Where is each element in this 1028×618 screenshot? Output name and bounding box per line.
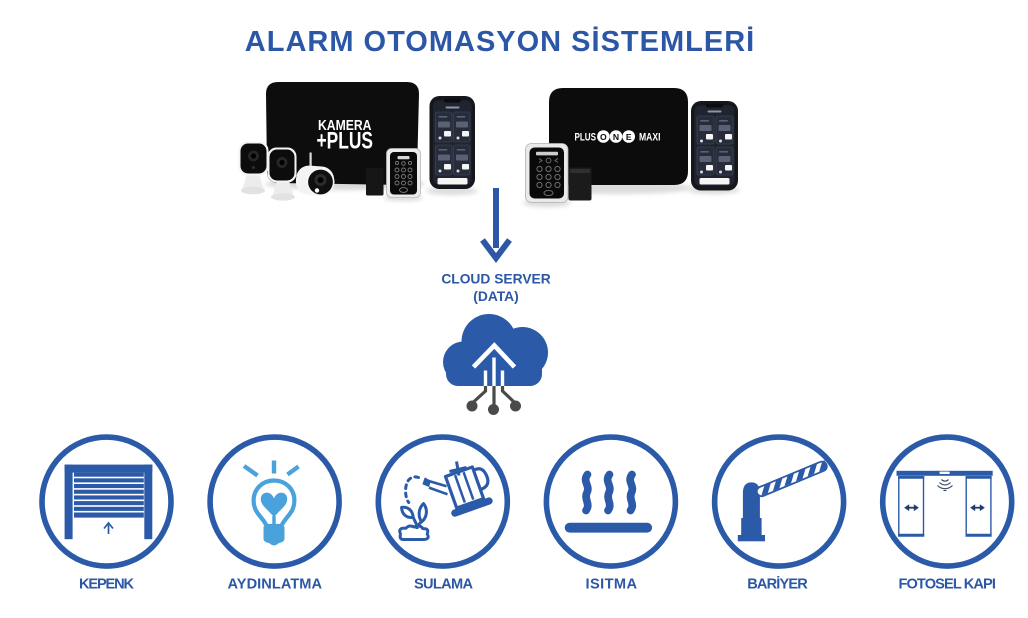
svg-text:+PLUS: +PLUS xyxy=(317,128,374,155)
svg-text:N: N xyxy=(613,132,619,142)
svg-text:O: O xyxy=(600,132,607,142)
svg-text:KAMERA: KAMERA xyxy=(318,117,372,134)
svg-text:FOTOSEL KAPI: FOTOSEL KAPI xyxy=(898,577,995,593)
svg-text:E: E xyxy=(626,132,632,142)
svg-text:CLOUD SERVER: CLOUD SERVER xyxy=(441,272,550,287)
svg-text:KEPENK: KEPENK xyxy=(79,577,134,593)
svg-text:AYDINLATMA: AYDINLATMA xyxy=(228,577,323,593)
svg-text:BARİYER: BARİYER xyxy=(747,576,808,593)
svg-text:MAXI: MAXI xyxy=(639,132,661,144)
svg-text:ALARM OTOMASYON SİSTEMLERİ: ALARM OTOMASYON SİSTEMLERİ xyxy=(245,26,755,58)
svg-text:SULAMA: SULAMA xyxy=(414,577,473,593)
svg-text:PLUS: PLUS xyxy=(575,132,597,144)
svg-text:(DATA): (DATA) xyxy=(473,289,518,304)
svg-text:ISITMA: ISITMA xyxy=(586,577,638,593)
